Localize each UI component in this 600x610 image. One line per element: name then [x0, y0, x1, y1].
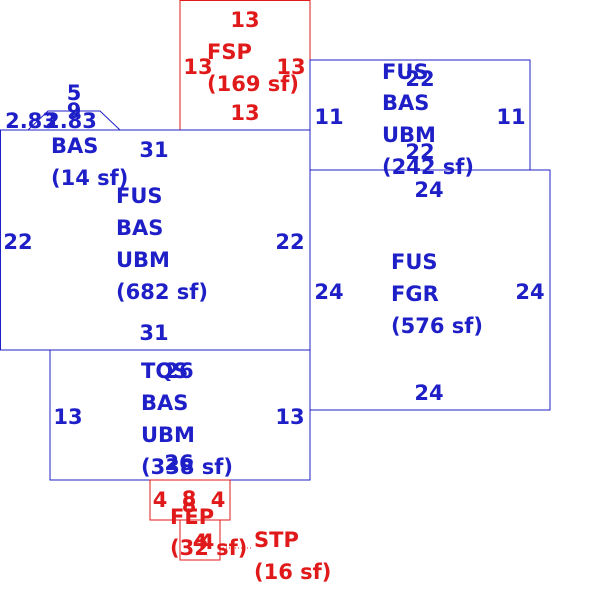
area-fep: FEP (32 sf) 8 8 4 4 [149, 479, 247, 560]
fus-main-dim-top: 31 [139, 138, 168, 162]
fep-dim-right: 4 [211, 488, 226, 512]
bas-small-dim-left: 2.83 [5, 109, 57, 133]
stp-label-0: STP [254, 528, 299, 552]
fep-dim-bottom: 8 [182, 493, 197, 517]
fus-main-dim-bottom: 31 [139, 321, 168, 345]
tqs-dim-top: 26 [164, 359, 193, 383]
fus-top-right-dim-top: 22 [405, 67, 434, 91]
area-fsp: FSP (169 sf) 13 13 13 13 [179, 0, 311, 131]
fus-fgr-outline [309, 169, 551, 411]
bas-small-dim-bottom: 9 [67, 99, 82, 123]
tqs-dim-bottom: 26 [164, 451, 193, 475]
fus-main-outline [0, 129, 311, 351]
area-fus-main: FUS BAS UBM (682 sf) 31 31 22 22 [0, 129, 311, 351]
area-fus-fgr: FUS FGR (576 sf) 24 24 24 24 [309, 169, 551, 411]
area-fus-top-right: FUS BAS UBM (242 sf) 22 22 11 11 [309, 59, 531, 179]
fus-main-label-0: FUS [116, 184, 163, 208]
fus-fgr-dim-top: 24 [414, 178, 443, 202]
tqs-dim-left: 13 [53, 405, 82, 429]
fsp-dim-left: 13 [183, 55, 212, 79]
fus-top-right-dim-bottom: 22 [405, 140, 434, 164]
fus-top-right-dim-left: 11 [314, 105, 343, 129]
fus-fgr-label-0: FUS [391, 250, 438, 274]
tqs-label-2: UBM [141, 423, 195, 447]
fus-main-label-3: (682 sf) [116, 280, 208, 304]
fep-dim-top: 8 [182, 487, 197, 511]
area-bas-small: BAS (14 sf) 5 9 2.83 2.83 [5, 81, 128, 190]
fsp-dim-right: 13 [276, 55, 305, 79]
fus-top-right-label-0: FUS [382, 60, 429, 84]
area-stp: STP (16 sf) 4 4 [179, 519, 331, 584]
bas-small-dim-right: 2.83 [45, 109, 97, 133]
fus-fgr-label-2: (576 sf) [391, 314, 483, 338]
stp-outline [179, 519, 221, 561]
fus-top-right-label-1: BAS [382, 91, 429, 115]
fep-label-1: (32 sf) [170, 536, 247, 560]
fus-main-label-2: UBM [116, 248, 170, 272]
fep-label-0: FEP [170, 505, 214, 529]
tqs-label-0: TQS [141, 359, 188, 383]
fus-top-right-label-3: (242 sf) [382, 155, 474, 179]
stp-dim-top: 4 [193, 530, 208, 554]
fus-top-right-label-2: UBM [382, 123, 436, 147]
fus-main-label-1: BAS [116, 216, 163, 240]
fus-main-dim-right: 22 [275, 230, 304, 254]
fus-fgr-dim-bottom: 24 [414, 381, 443, 405]
fus-main-dim-left: 22 [3, 230, 32, 254]
fsp-dim-top: 13 [230, 8, 259, 32]
tqs-label-3: (338 sf) [141, 455, 233, 479]
stp-dim-right: 4 [200, 530, 215, 554]
tqs-label-1: BAS [141, 391, 188, 415]
bas-small-label-0: BAS [51, 134, 98, 158]
fep-dim-left: 4 [153, 488, 168, 512]
fus-fgr-dim-left: 24 [314, 280, 343, 304]
area-tqs: TQS BAS UBM (338 sf) 26 26 13 13 [49, 349, 311, 481]
bas-small-label-1: (14 sf) [51, 166, 128, 190]
bas-small-dim-top: 5 [67, 81, 82, 105]
fus-fgr-label-1: FGR [391, 282, 439, 306]
tqs-dim-right: 13 [275, 405, 304, 429]
fus-fgr-dim-right: 24 [515, 280, 544, 304]
fsp-label-1: (169 sf) [207, 72, 299, 96]
fsp-label-0: FSP [207, 40, 252, 64]
stp-label-1: (16 sf) [254, 560, 331, 584]
fus-top-right-dim-right: 11 [496, 105, 525, 129]
fsp-dim-bottom: 13 [230, 101, 259, 125]
